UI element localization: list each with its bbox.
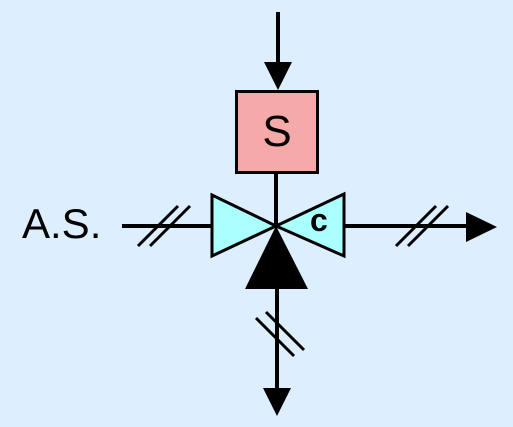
pneumatic-signal-icon: [394, 204, 450, 248]
pneumatic-signal-icon: [136, 204, 192, 248]
valve-port-bottom: [245, 226, 308, 289]
arrow-down-icon: [263, 388, 291, 416]
valve-port-left: [210, 192, 280, 259]
arrow-right-icon: [466, 212, 497, 242]
common-port-label: c: [310, 202, 328, 238]
three-way-valve-icon: [210, 191, 346, 289]
solenoid-actuator: S: [235, 90, 319, 174]
arrow-down-icon: [264, 62, 292, 90]
air-supply-label: A.S.: [22, 200, 102, 247]
solenoid-label: S: [262, 107, 292, 156]
valve-port-right: [272, 191, 346, 259]
pneumatic-signal-icon: [254, 310, 306, 358]
